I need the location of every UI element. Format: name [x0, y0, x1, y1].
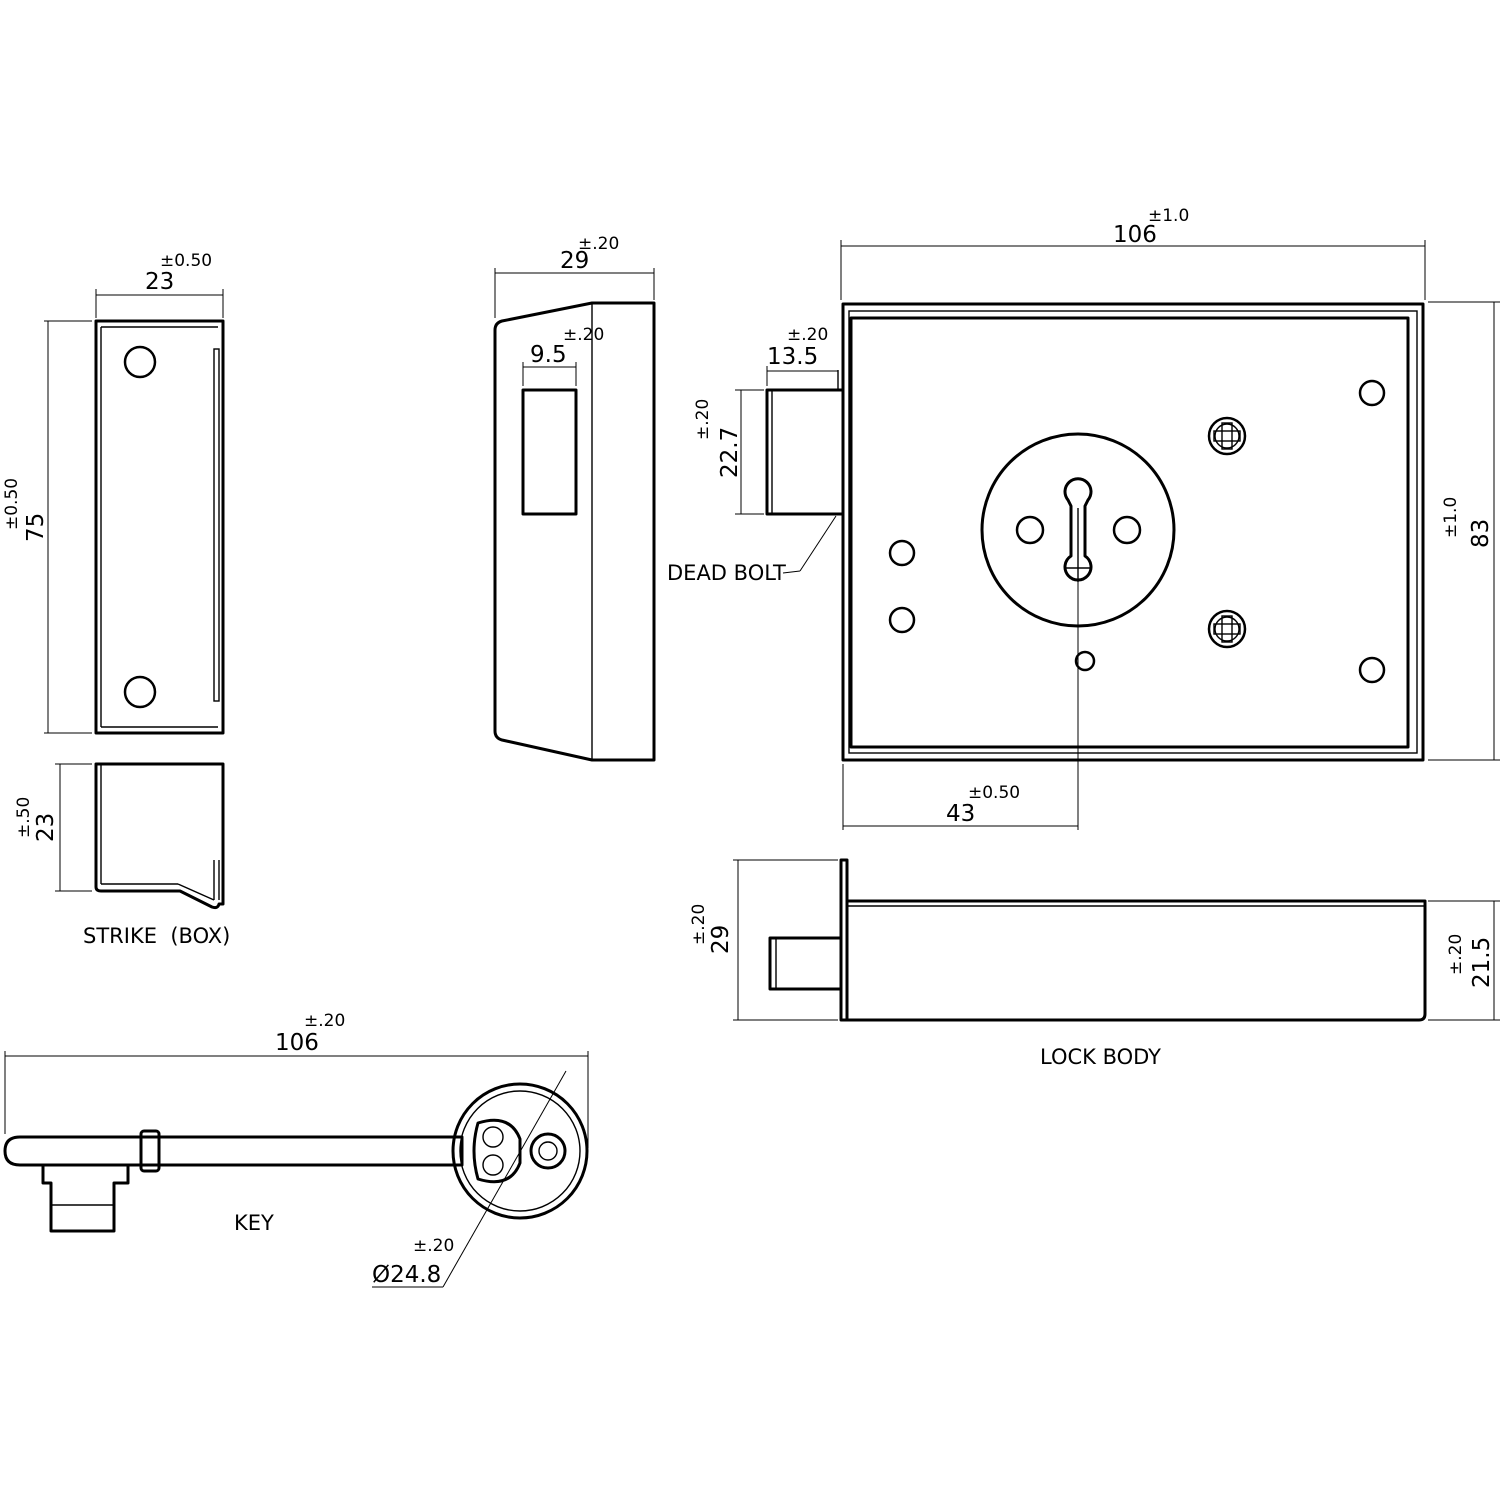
key-length-tolerance: ±.20 — [304, 1011, 345, 1031]
side-width-value: 29 — [560, 248, 589, 274]
bolt-projection-dimension: 13.5 ±.20 — [766, 325, 838, 386]
body-depth-total-tolerance: ±.20 — [689, 904, 709, 945]
fixing-hole-left-bottom — [888, 606, 916, 634]
escutcheon-screw-right — [1112, 515, 1142, 545]
cross-screw-top — [1207, 416, 1247, 456]
body-depth-value: 21.5 — [1469, 937, 1495, 988]
strike-profile-view — [94, 762, 225, 910]
follower-hole — [1074, 650, 1096, 672]
lock-side-view — [493, 301, 656, 762]
backset-value: 43 — [946, 801, 975, 827]
cross-screw-bottom — [1207, 609, 1247, 649]
dead-bolt-leader: DEAD BOLT — [667, 515, 837, 585]
lock-body-front-view — [765, 302, 1425, 762]
strike-height-dimension: 75 ±0.50 — [2, 320, 92, 734]
dead-bolt-top — [768, 936, 843, 991]
strike-height-value: 75 — [23, 513, 49, 542]
bolt-height-tolerance: ±.20 — [693, 399, 713, 440]
side-width-dimension: 29 ±.20 — [494, 234, 655, 318]
key-bow-tolerance: ±.20 — [413, 1236, 454, 1256]
dead-bolt — [765, 388, 845, 516]
fixing-hole-left-top — [888, 539, 916, 567]
body-width-tolerance: ±1.0 — [1148, 206, 1189, 226]
key-bow-dimension: Ø24.8 ±.20 — [372, 1070, 567, 1288]
fixing-hole-right-bottom — [1358, 656, 1386, 684]
body-width-dimension: 106 ±1.0 — [840, 206, 1426, 300]
strike-depth-value: 23 — [33, 813, 59, 842]
strike-front-view — [94, 319, 225, 735]
lock-body-label: LOCK BODY — [1040, 1045, 1161, 1069]
lock-body-top-view — [768, 858, 1427, 1022]
key-label: KEY — [234, 1211, 274, 1235]
backset-dimension: 43 ±0.50 — [842, 582, 1079, 830]
fixing-hole-right-top — [1358, 379, 1386, 407]
side-slot-dimension: 9.5 ±.20 — [522, 325, 604, 386]
body-depth-total-dimension: 29 ±.20 — [689, 859, 838, 1021]
side-slot-tolerance: ±.20 — [563, 325, 604, 345]
key-length-value: 106 — [275, 1030, 319, 1056]
key-length-dimension: 106 ±.20 — [4, 1011, 589, 1148]
body-height-tolerance: ±1.0 — [1441, 497, 1461, 538]
key-bow — [451, 1082, 589, 1220]
bolt-slot — [521, 388, 578, 516]
strike-box-label: STRIKE (BOX) — [83, 924, 230, 948]
strike-screw-hole-bottom — [123, 675, 157, 709]
strike-depth-tolerance: ±.50 — [14, 797, 34, 838]
escutcheon-screw-left — [1015, 515, 1045, 545]
body-width-value: 106 — [1113, 222, 1157, 248]
body-height-dimension: 83 ±1.0 — [1428, 301, 1500, 761]
bolt-height-value: 22.7 — [717, 427, 743, 478]
bolt-height-dimension: 22.7 ±.20 — [693, 389, 764, 515]
keyhole — [1063, 477, 1093, 582]
backset-tolerance: ±0.50 — [968, 783, 1020, 803]
key-bow-value: Ø24.8 — [372, 1262, 441, 1288]
strike-width-value: 23 — [145, 269, 174, 295]
body-height-value: 83 — [1468, 519, 1494, 548]
side-width-tolerance: ±.20 — [578, 234, 619, 254]
strike-screw-hole-top — [123, 345, 157, 379]
strike-height-tolerance: ±0.50 — [2, 478, 22, 530]
side-slot-value: 9.5 — [530, 342, 567, 368]
dead-bolt-label: DEAD BOLT — [667, 561, 786, 585]
bolt-projection-tolerance: ±.20 — [787, 325, 828, 345]
key-drawing — [3, 1082, 589, 1233]
strike-width-dimension: 23 ±0.50 — [95, 251, 224, 318]
bolt-projection-value: 13.5 — [767, 344, 818, 370]
body-depth-tolerance: ±.20 — [1446, 934, 1466, 975]
strike-width-tolerance: ±0.50 — [160, 251, 212, 271]
body-depth-dimension: 21.5 ±.20 — [1428, 900, 1500, 1021]
body-depth-total-value: 29 — [708, 925, 734, 954]
strike-depth-dimension: 23 ±.50 — [14, 763, 92, 892]
